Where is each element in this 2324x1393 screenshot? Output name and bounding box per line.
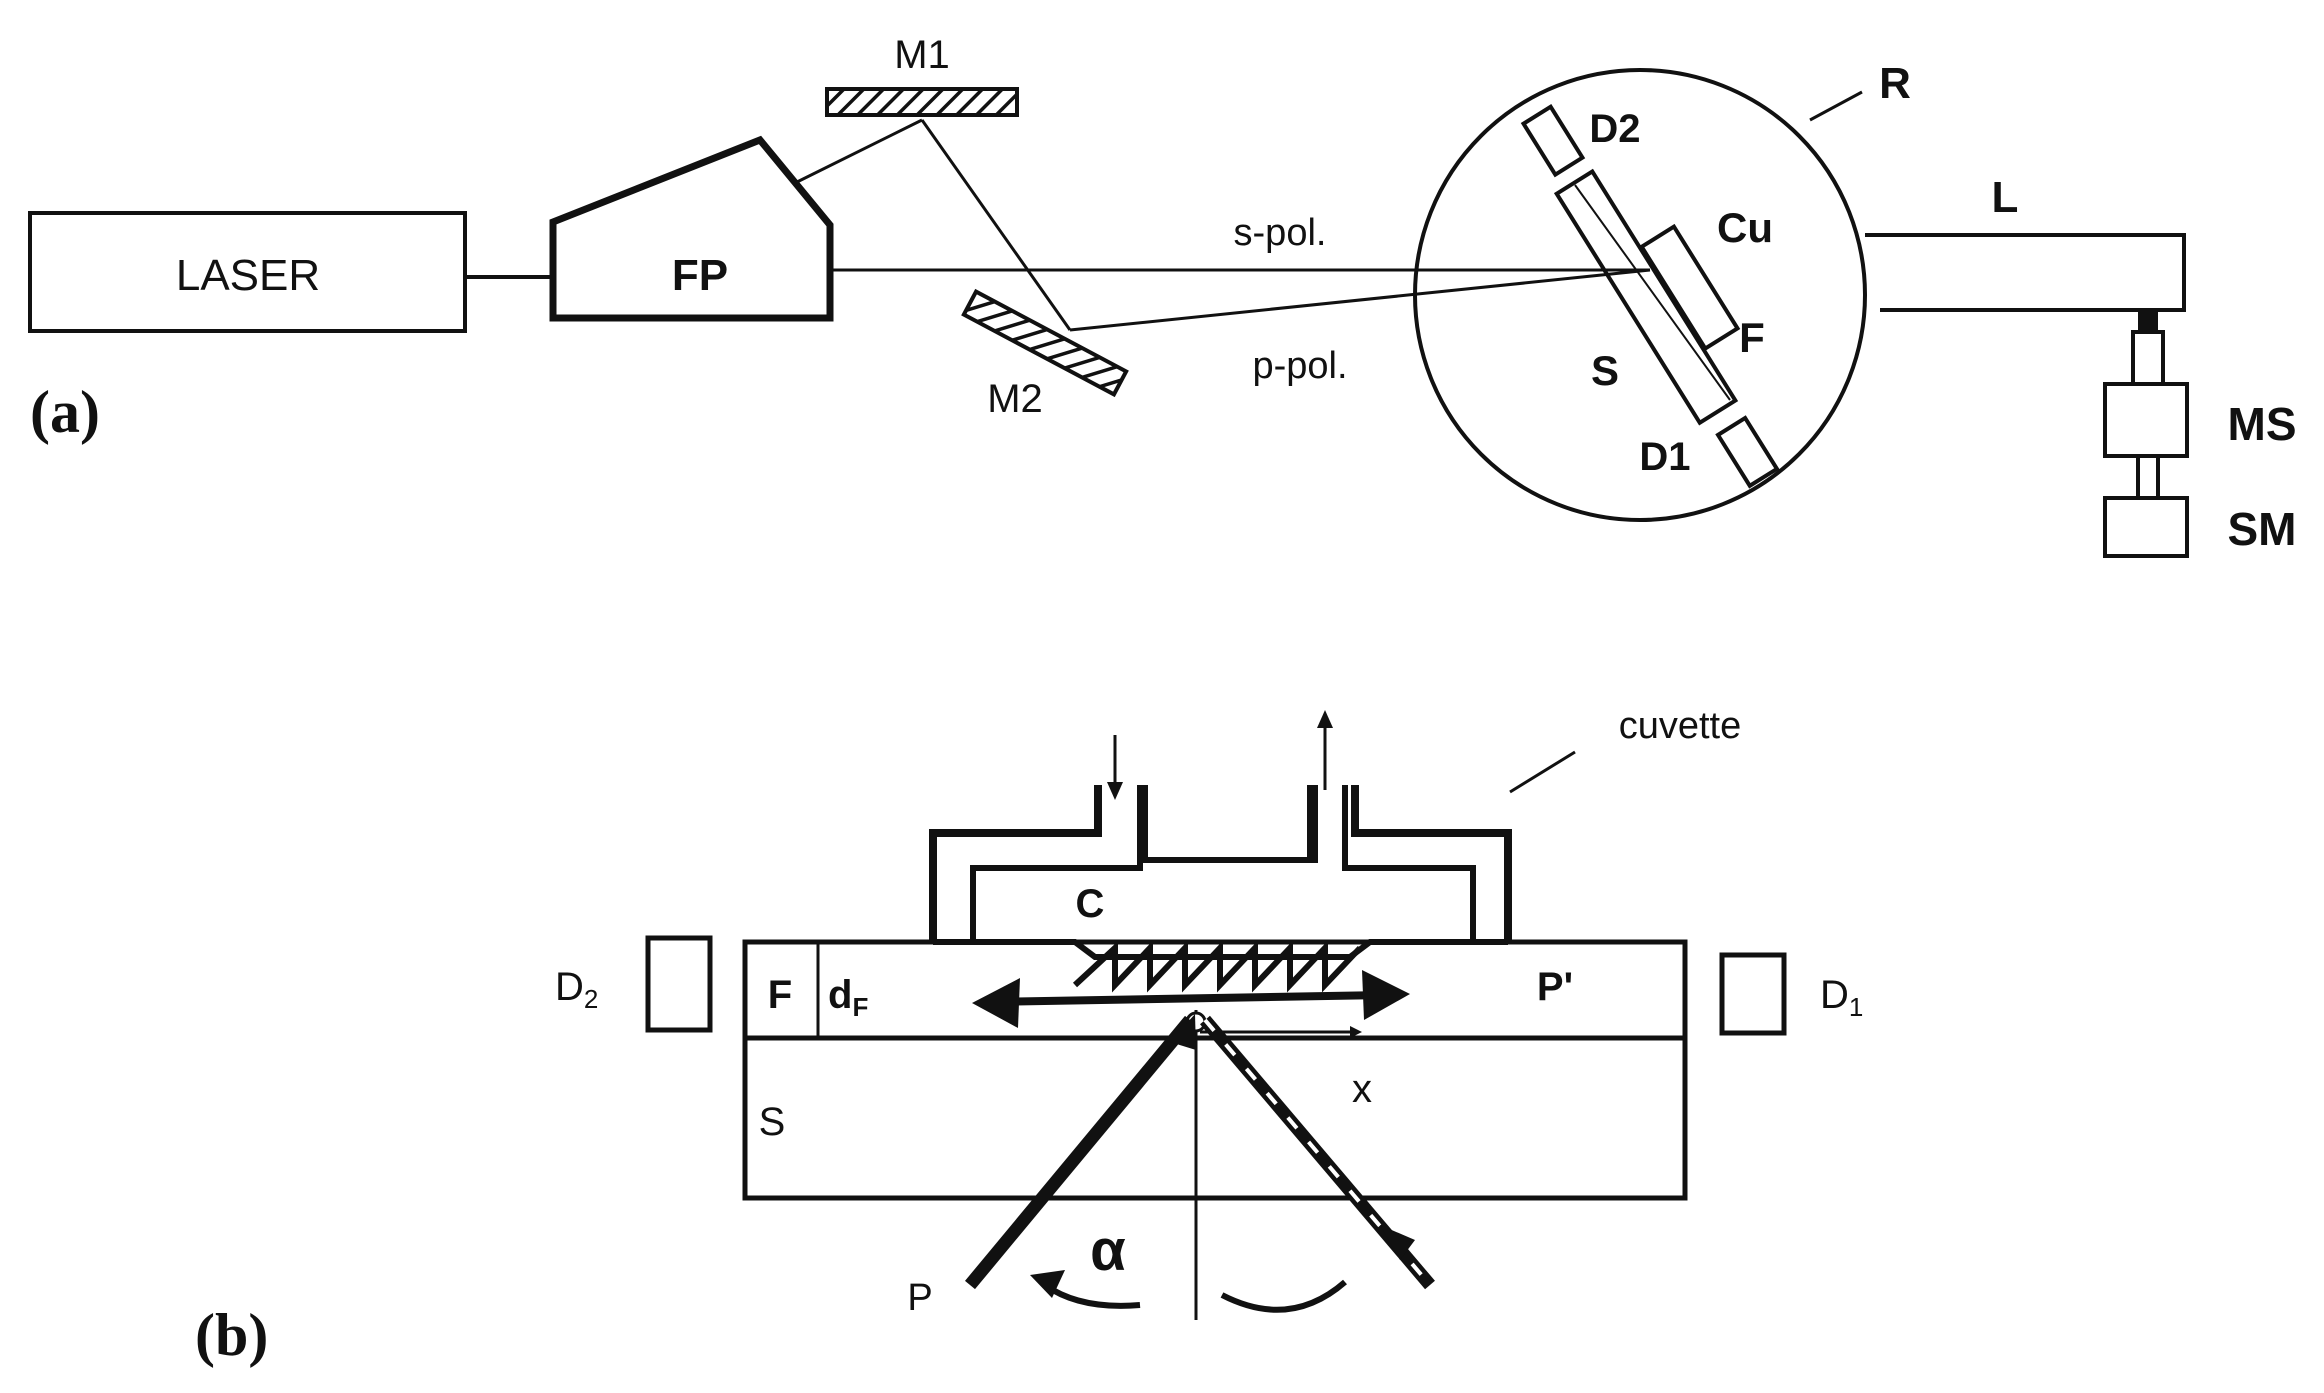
- alpha-arc-left: [1043, 1282, 1141, 1309]
- beam-p-pol: [1069, 268, 1651, 332]
- panel-a-label: (a): [30, 379, 100, 445]
- arm-l: [1865, 233, 2186, 312]
- p-label: P: [907, 1277, 932, 1319]
- guided-wave-left-head: [972, 978, 1020, 1028]
- cuvette-right-inner: [1342, 785, 1476, 942]
- m2-label: M2: [987, 377, 1043, 421]
- s-label-b: S: [759, 1100, 786, 1144]
- cuvette-cu: [1638, 223, 1741, 352]
- guided-wave-arrow: [989, 991, 1386, 1006]
- shaft-upper: [2131, 330, 2165, 386]
- cuvette-right-outer: [1351, 785, 1512, 942]
- d2-label-b: D2: [555, 965, 598, 1014]
- alpha-arc-left-head: [1030, 1270, 1065, 1298]
- cuvette-leader: [1509, 750, 1576, 794]
- substrate-s: [742, 1035, 1688, 1201]
- r-label: R: [1879, 59, 1911, 108]
- ms-label: MS: [2228, 398, 2297, 450]
- panel-b-label: (b): [195, 1302, 268, 1368]
- shaft-lower: [2136, 454, 2160, 500]
- reflected-beam-head: [1380, 1225, 1415, 1260]
- guided-wave-right-head: [1362, 970, 1410, 1020]
- panel-a: LASER FP M1 M2 s-pol. p-pol. R: [28, 33, 2297, 558]
- cuvette-outer-wall: [929, 785, 1102, 942]
- cuvette-label: cuvette: [1619, 705, 1742, 747]
- detector-d1-a: [1715, 415, 1780, 489]
- detector-d2-a: [1520, 103, 1586, 178]
- laser-label: LASER: [176, 251, 320, 300]
- arm-mount: [2138, 310, 2158, 332]
- incident-beam-p: [964, 1015, 1196, 1290]
- s-divider: [1574, 184, 1731, 401]
- cuvette-inner-wall: [970, 785, 1143, 942]
- outlet-arrow-head: [1317, 710, 1333, 728]
- r-leader: [1809, 90, 1863, 122]
- detector-d1: [1719, 952, 1787, 1036]
- p-prime-label: P': [1537, 965, 1573, 1009]
- f-label-a: F: [1739, 314, 1765, 361]
- s-label-a: S: [1591, 347, 1619, 394]
- df-label: dF: [828, 973, 868, 1022]
- x-label: x: [1352, 1067, 1372, 1111]
- beam-m1-to-m2: [920, 119, 1072, 331]
- sample-s: [1553, 168, 1739, 426]
- m1-label: M1: [894, 33, 950, 77]
- alpha-label: α: [1090, 1218, 1126, 1283]
- cu-label: Cu: [1717, 204, 1773, 251]
- cuvette-top-mid: [1137, 785, 1318, 868]
- mirror-m1: [825, 87, 1019, 117]
- p-pol-label: p-pol.: [1252, 345, 1347, 387]
- laser-box: [28, 211, 467, 333]
- detector-d2: [645, 935, 713, 1033]
- beam-fp-to-m1: [794, 118, 923, 185]
- d1-label: D1: [1639, 435, 1690, 479]
- c-label: C: [1076, 882, 1105, 926]
- grating: [1072, 940, 1363, 993]
- alpha-arc-right: [1220, 1279, 1347, 1313]
- sm-label: SM: [2228, 503, 2297, 555]
- fp-label: FP: [672, 251, 728, 300]
- d1-label-b: D1: [1820, 973, 1863, 1022]
- s-pol-label: s-pol.: [1234, 212, 1327, 254]
- x-axis-head: [1350, 1026, 1362, 1038]
- incident-beam-head: [1170, 1014, 1196, 1050]
- rotation-stage-r: [1413, 68, 1867, 522]
- f-label-b: F: [768, 973, 792, 1017]
- inlet-arrow-head: [1107, 782, 1123, 800]
- l-label: L: [1992, 173, 2019, 222]
- ms-box: [2103, 382, 2189, 458]
- d2-label: D2: [1589, 107, 1640, 151]
- mirror-m2: [961, 288, 1129, 398]
- sm-box: [2103, 496, 2189, 558]
- panel-b: cuvette C F dF P' S D2 D1: [195, 705, 1863, 1368]
